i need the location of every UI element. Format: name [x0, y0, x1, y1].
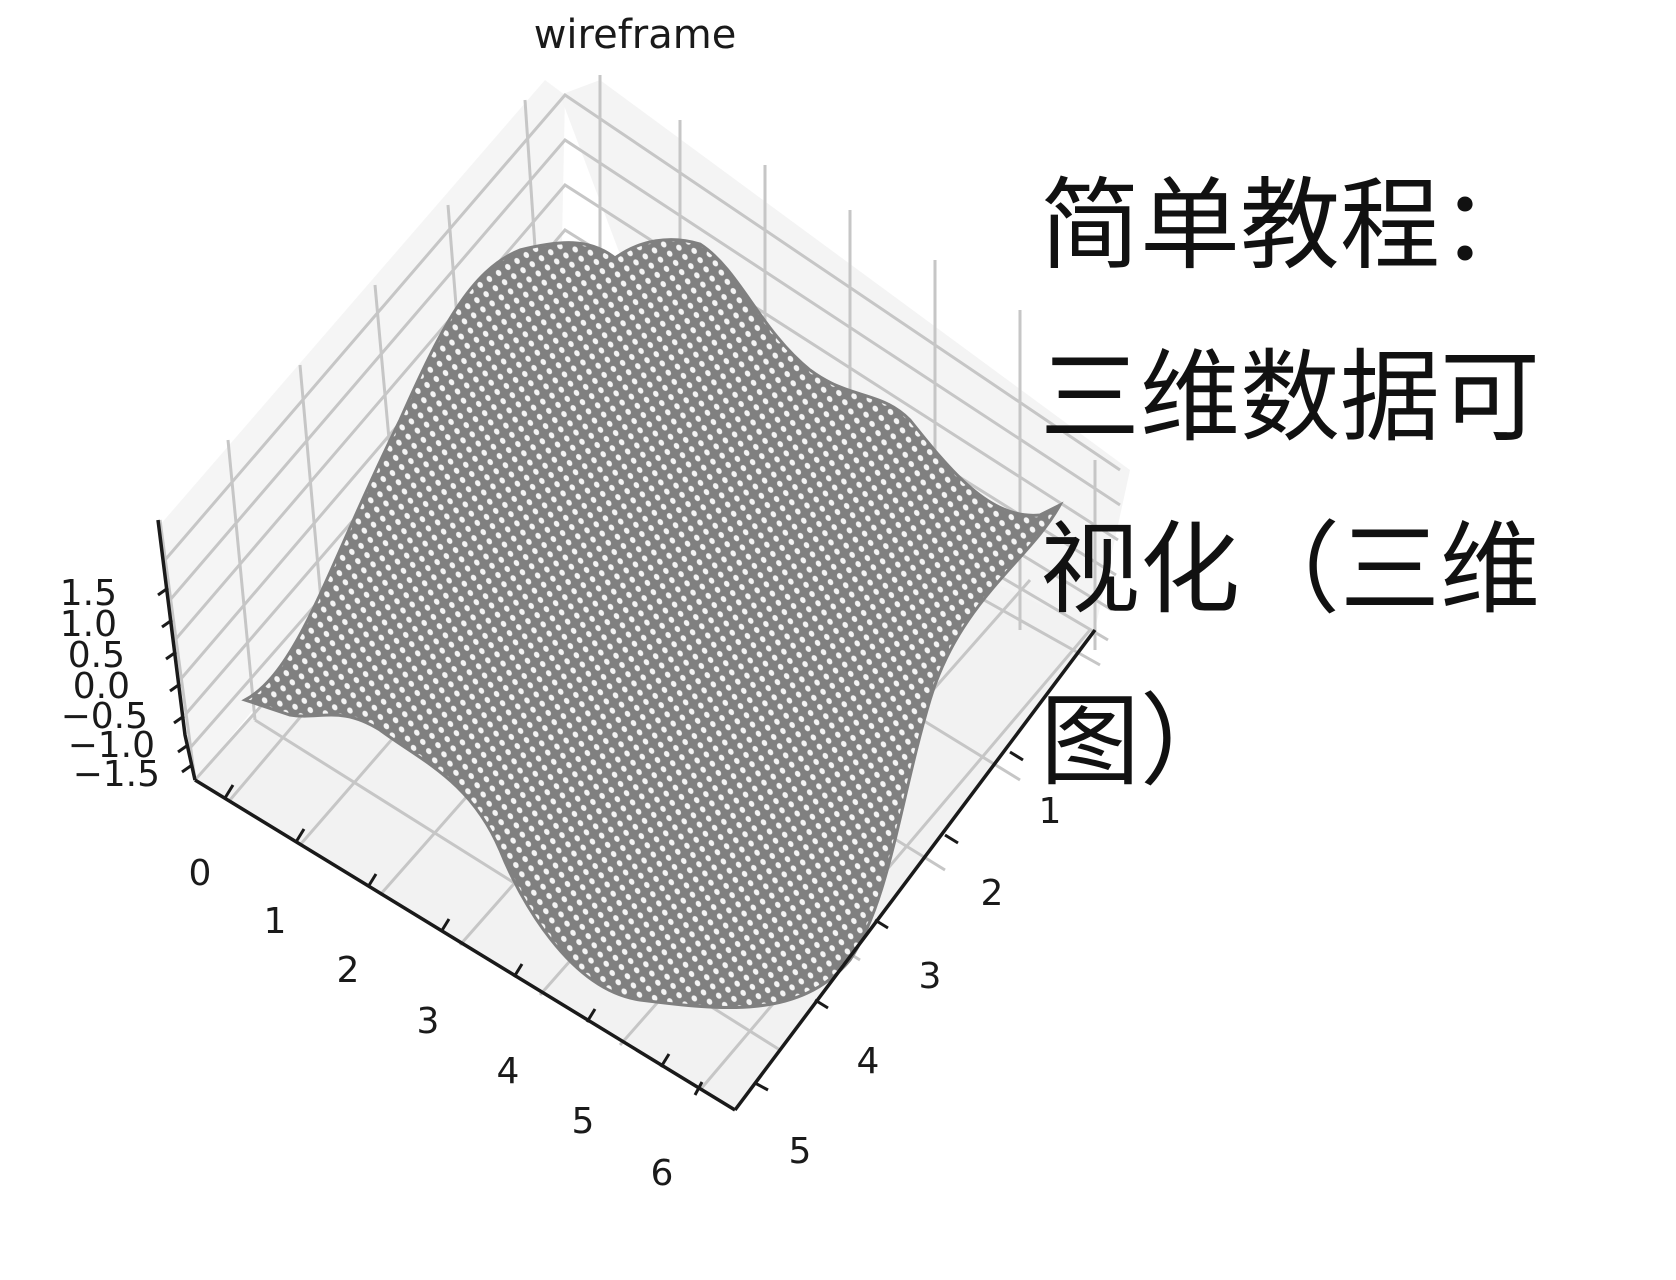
- caption-line-3: 视化（三维: [1040, 511, 1540, 628]
- svg-text:4: 4: [497, 1051, 520, 1092]
- svg-text:0: 0: [189, 853, 212, 894]
- svg-text:3: 3: [919, 956, 942, 997]
- caption-line-4: 图）: [1040, 683, 1240, 800]
- y-axis: [733, 628, 1097, 1112]
- svg-text:−1.0: −1.0: [68, 725, 155, 766]
- svg-text:−0.5: −0.5: [61, 696, 148, 737]
- axis-ticks: [157, 586, 1024, 1096]
- svg-text:2: 2: [981, 873, 1004, 914]
- chart-title: wireframe: [533, 12, 737, 58]
- y-tick-labels: 1 2 3 4 5: [789, 791, 1062, 1172]
- x-tick-labels: 0 1 2 3 4 5 6: [189, 853, 674, 1194]
- svg-text:3: 3: [417, 1001, 440, 1042]
- svg-text:−1.5: −1.5: [73, 754, 160, 795]
- svg-text:1: 1: [264, 901, 287, 942]
- z-tick-labels: 1.5 1.0 0.5 0.0 −0.5 −1.0 −1.5: [60, 573, 160, 795]
- svg-text:0.5: 0.5: [68, 635, 125, 676]
- caption-line-1: 简单教程：: [1040, 167, 1540, 284]
- caption-line-2: 三维数据可: [1040, 339, 1540, 456]
- svg-text:2: 2: [337, 950, 360, 991]
- svg-text:1: 1: [1039, 791, 1062, 832]
- svg-text:1.0: 1.0: [60, 604, 117, 645]
- x-axis: [194, 778, 736, 1112]
- svg-text:4: 4: [857, 1041, 880, 1082]
- wireframe-surface: [241, 238, 1064, 1010]
- svg-text:6: 6: [651, 1153, 674, 1194]
- overlay-caption: 简单教程： 三维数据可 视化（三维 图）: [1040, 140, 1660, 828]
- svg-text:0.0: 0.0: [73, 666, 130, 707]
- svg-text:5: 5: [572, 1101, 595, 1142]
- svg-text:5: 5: [789, 1131, 812, 1172]
- svg-text:1.5: 1.5: [60, 573, 117, 614]
